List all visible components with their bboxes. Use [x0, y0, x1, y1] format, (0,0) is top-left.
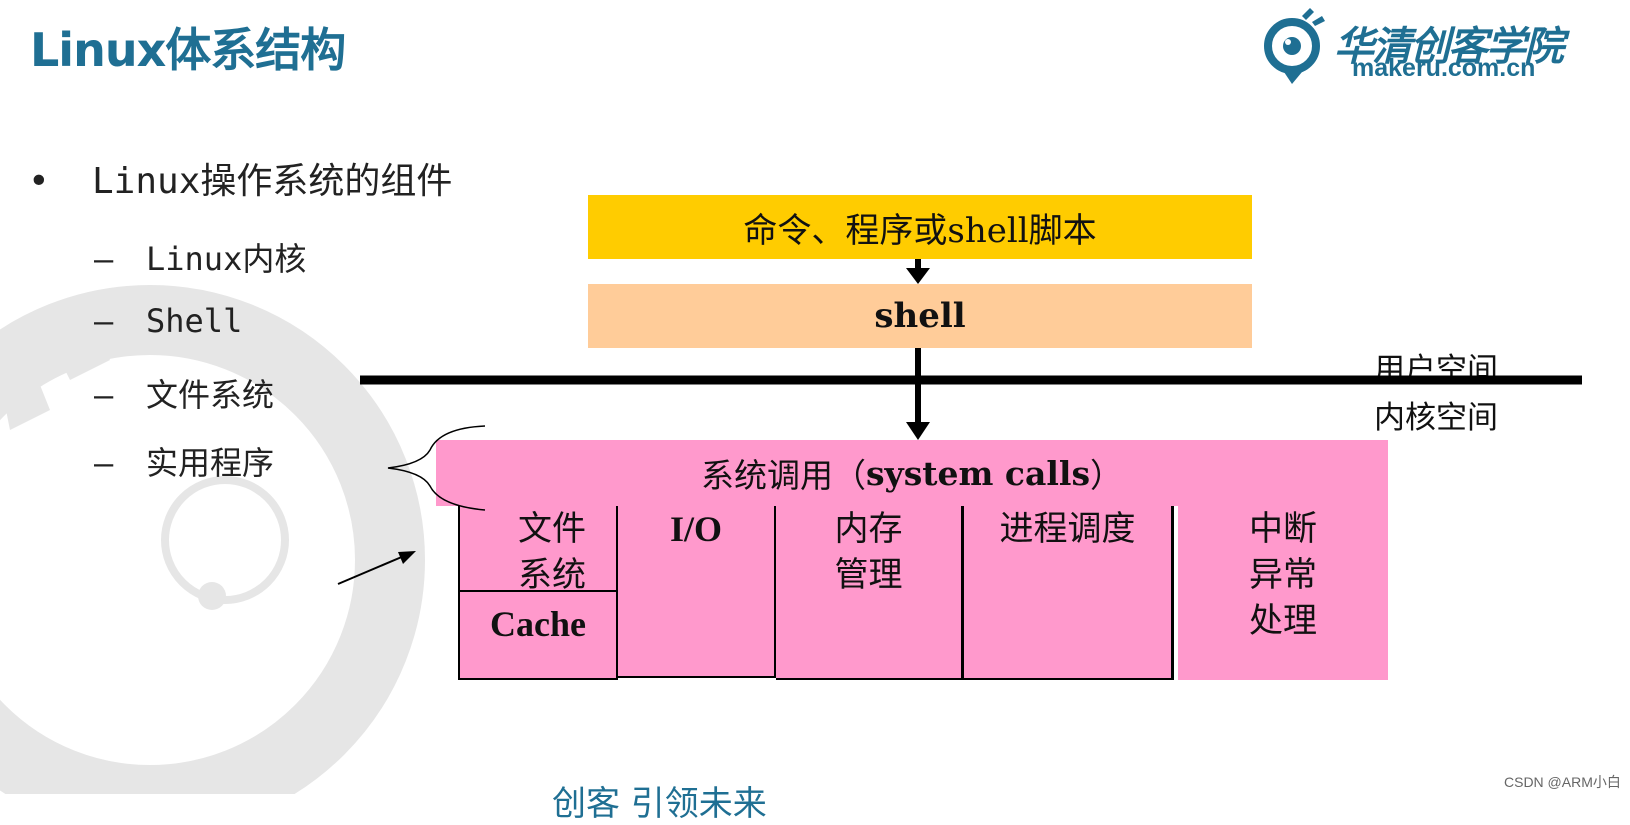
syscall-layer-box: 系统调用（system calls）	[436, 440, 1388, 506]
sub-item-text: Linux内核	[146, 240, 307, 278]
command-layer-box: 命令、程序或shell脚本	[588, 195, 1252, 259]
user-space-label: 用户空间	[1374, 352, 1498, 388]
module-line: 异常	[1249, 555, 1317, 595]
sub-item-filesystem: –文件系统	[94, 370, 274, 416]
dash-glyph: –	[94, 240, 114, 278]
sub-item-text: Shell	[146, 302, 243, 340]
sub-item-shell: –Shell	[94, 302, 242, 340]
page-title: Linux体系结构	[30, 23, 346, 77]
module-filesystem: 文件 系统	[458, 506, 618, 590]
module-line: 管理	[834, 555, 903, 595]
syscall-suffix: ）	[1090, 456, 1124, 495]
module-line: 系统	[518, 555, 586, 590]
syscall-prefix: 系统调用（	[700, 456, 866, 495]
module-memory: 内存 管理	[776, 506, 964, 680]
sub-item-text: 文件系统	[146, 376, 275, 414]
shell-layer-box: shell	[588, 284, 1252, 348]
kernel-space-label: 内核空间	[1374, 400, 1498, 436]
module-line: 处理	[1249, 601, 1317, 641]
module-io: I/O	[618, 506, 776, 678]
dash-glyph: –	[94, 376, 114, 414]
dash-glyph: –	[94, 302, 114, 340]
footer-slogan: 创客 引领未来	[552, 784, 767, 824]
module-line: 内存	[834, 509, 903, 549]
sub-item-kernel: –Linux内核	[94, 234, 306, 280]
dash-glyph: –	[94, 444, 114, 482]
csdn-credit: CSDN @ARM小白	[1504, 774, 1621, 790]
syscall-bold-text: system calls	[865, 453, 1091, 493]
module-cache: Cache	[458, 590, 618, 680]
logo-text: 华清创客学院	[1334, 24, 1564, 70]
module-interrupt: 中断 异常 处理	[1178, 506, 1388, 680]
bullet-main-text: Linux操作系统的组件	[92, 161, 453, 202]
module-line: 文件	[518, 509, 586, 549]
logo-icon	[1264, 8, 1325, 84]
bullet-main: • Linux操作系统的组件	[28, 152, 452, 204]
sub-item-utilities: –实用程序	[94, 438, 274, 484]
logo-url: makeru.com.cn	[1352, 54, 1536, 82]
bullet-glyph: •	[28, 161, 50, 202]
module-line: 中断	[1249, 509, 1317, 549]
sub-item-text: 实用程序	[146, 444, 275, 482]
module-scheduler: 进程调度	[964, 506, 1174, 680]
